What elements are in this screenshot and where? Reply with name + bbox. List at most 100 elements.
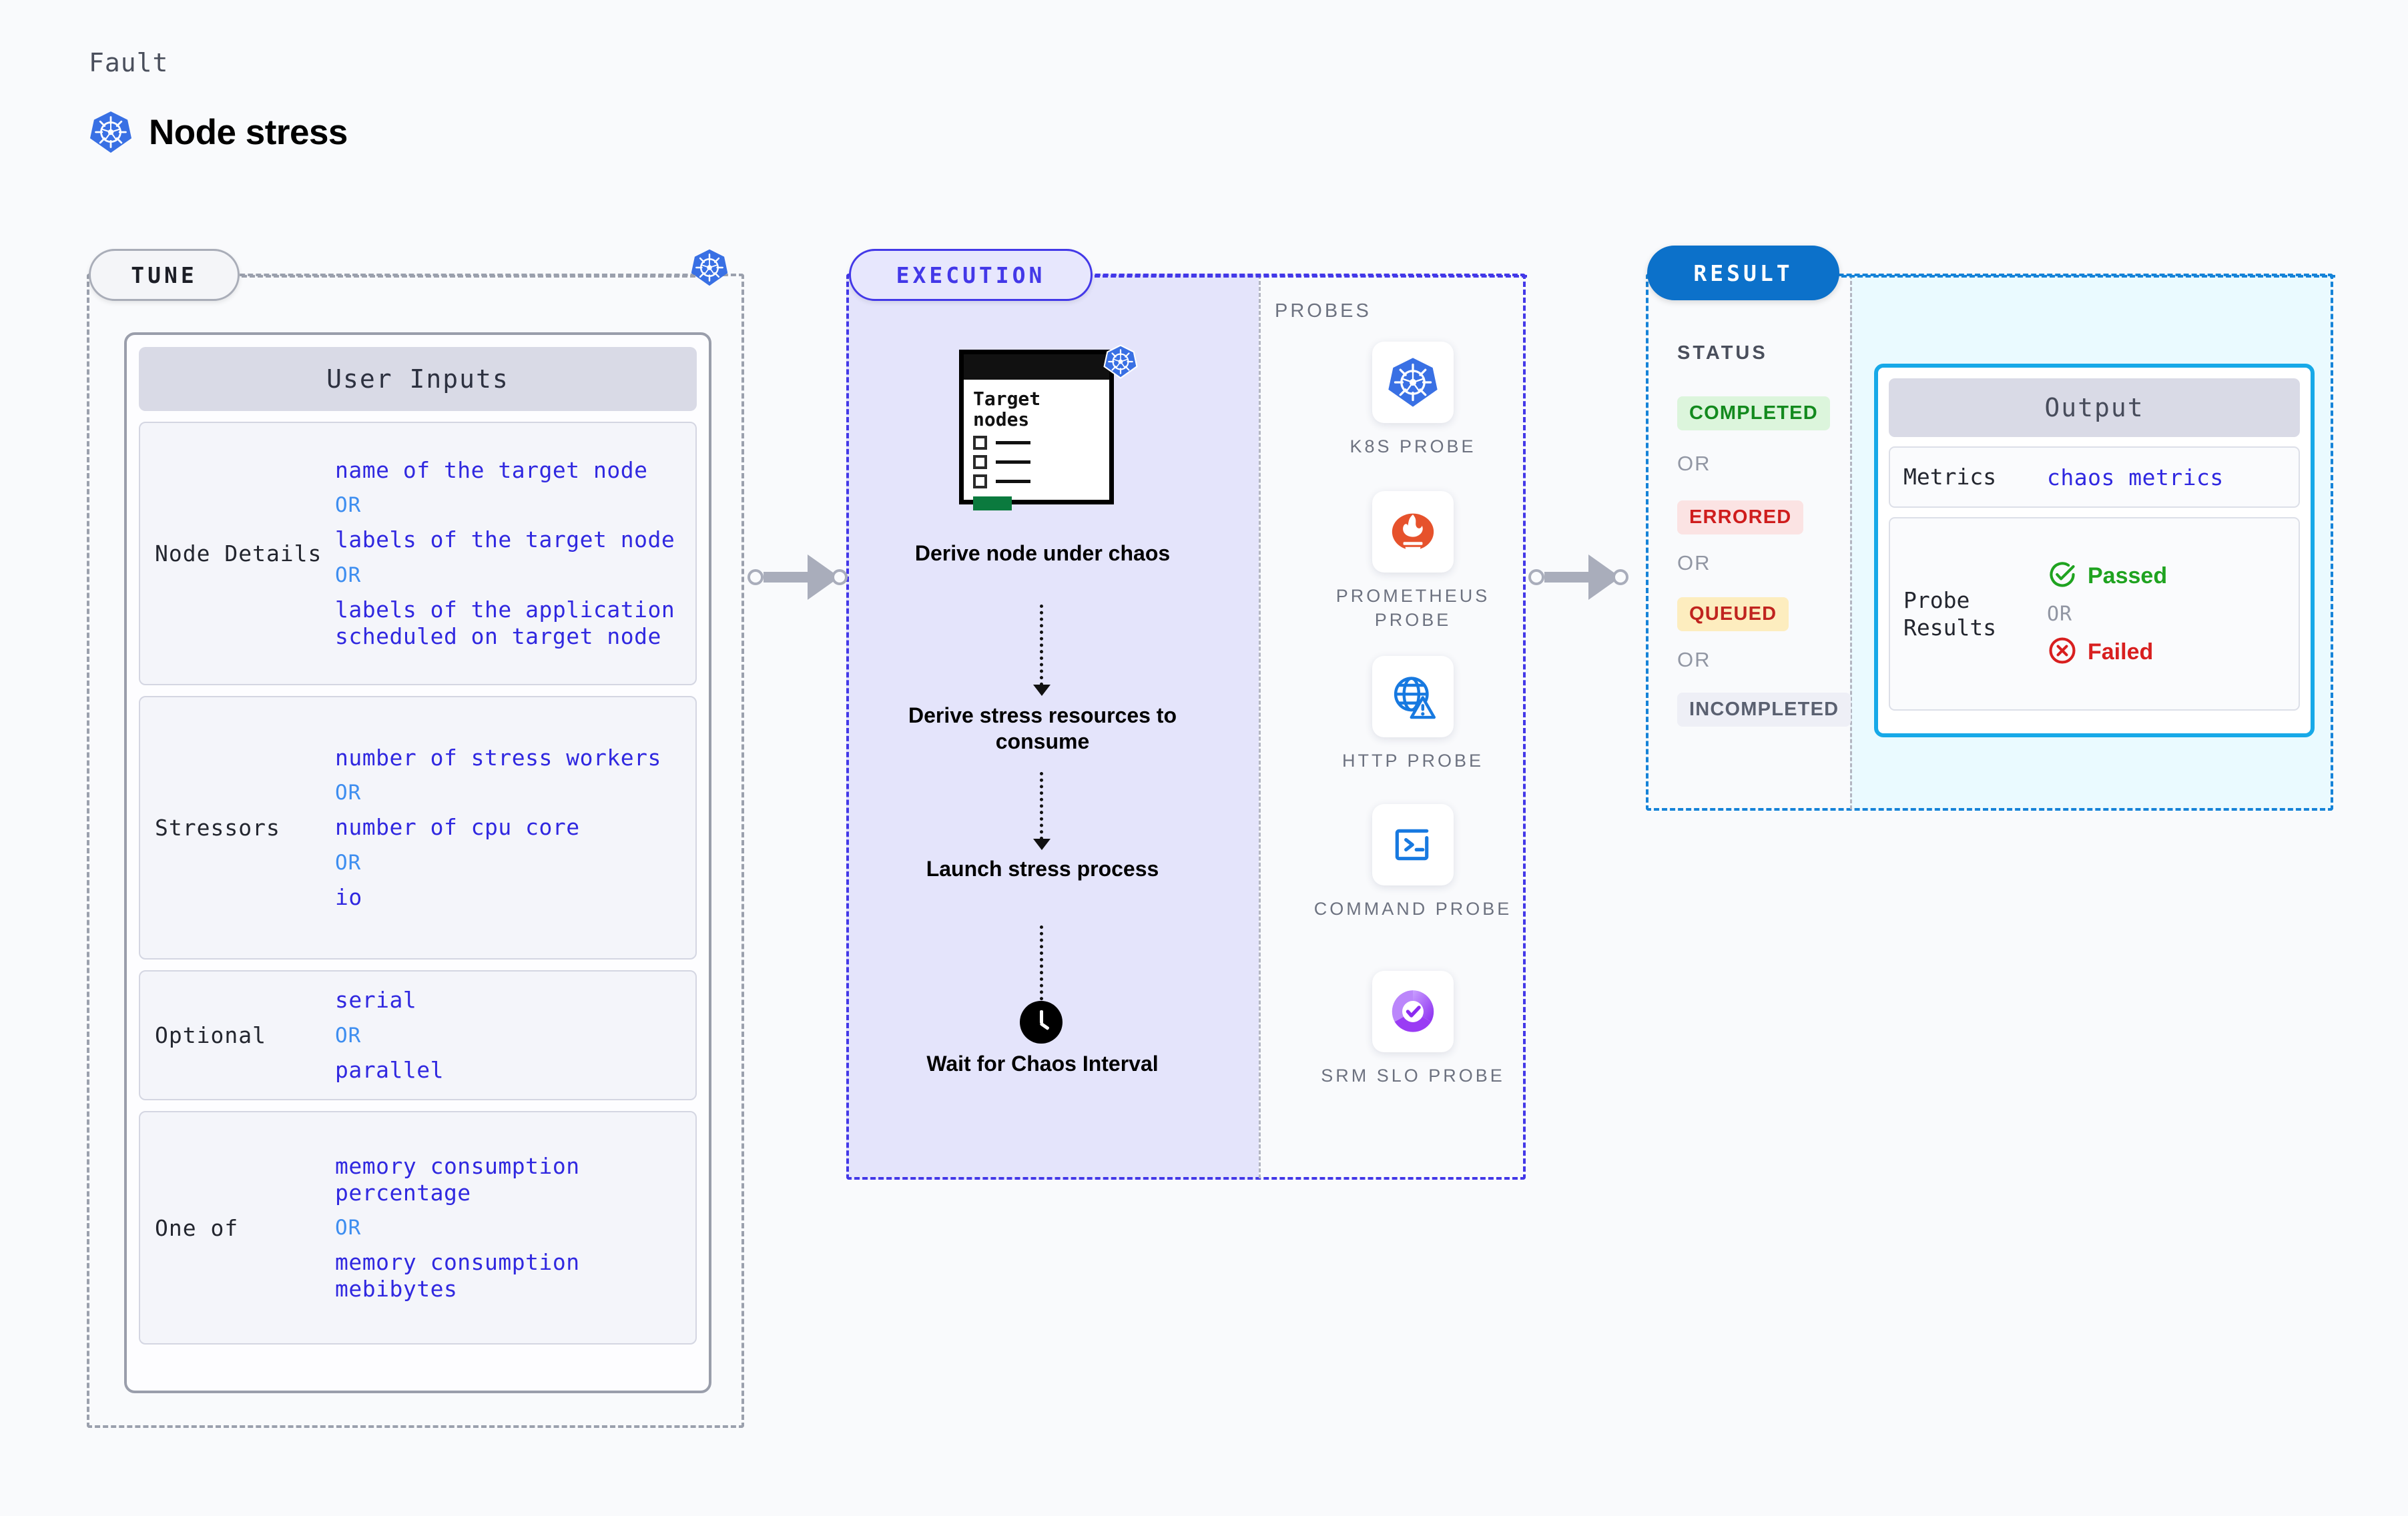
- flow-arrow: [1040, 605, 1043, 686]
- checkbox-icon[interactable]: [973, 454, 987, 469]
- flow-step-4: Wait for Chaos Interval: [926, 1052, 1159, 1076]
- row-value: name of the target node: [335, 457, 648, 483]
- row-or: OR: [335, 493, 362, 518]
- result-chip[interactable]: RESULT: [1647, 246, 1839, 300]
- result-status-divider: [1850, 275, 1852, 809]
- output-value: chaos metrics: [2047, 464, 2224, 490]
- connector-dot: [832, 569, 848, 585]
- accent-bar: [973, 496, 1012, 510]
- probe-item-command[interactable]: COMMAND PROBE: [1303, 804, 1523, 921]
- row-value: number of cpu core: [335, 814, 580, 841]
- checkbox-icon[interactable]: [973, 474, 987, 488]
- row-value: memory consumption percentage: [335, 1152, 580, 1206]
- status-badge-queued: QUEUED: [1677, 597, 1789, 631]
- execution-chip[interactable]: EXECUTION: [849, 249, 1093, 301]
- result-connector-dash: [1841, 275, 2335, 278]
- row-key: One of: [155, 1214, 239, 1241]
- input-row-one-of[interactable]: One of memory consumption percentage OR …: [139, 1111, 697, 1345]
- checkbox-row[interactable]: [973, 454, 1100, 469]
- flow-step-2: Derive stress resources to consume: [908, 703, 1177, 754]
- kubernetes-icon: [1103, 344, 1138, 379]
- flow-arrowhead: [1033, 685, 1050, 696]
- flow-arrow: [1040, 772, 1043, 840]
- connector-tune-to-execution: [747, 554, 848, 600]
- kubernetes-icon: [1372, 342, 1454, 423]
- output-row-metrics[interactable]: Metrics chaos metrics: [1889, 446, 2300, 508]
- status-or: OR: [1677, 452, 1711, 475]
- checkbox-row[interactable]: [973, 435, 1100, 450]
- probe-result-failed: Failed: [2047, 635, 2167, 669]
- status-badge-completed: COMPLETED: [1677, 396, 1830, 430]
- fault-label: Fault: [89, 48, 169, 77]
- row-value: parallel: [335, 1056, 444, 1083]
- output-row-probe-results[interactable]: Probe Results Passed OR: [1889, 517, 2300, 711]
- user-inputs-card: User Inputs Node Details name of the tar…: [124, 332, 711, 1393]
- row-or: OR: [335, 781, 362, 805]
- status-or: OR: [1677, 551, 1711, 575]
- probe-label: PROMETHEUS PROBE: [1335, 586, 1490, 630]
- prometheus-icon: [1372, 491, 1454, 573]
- row-or: OR: [335, 562, 362, 587]
- probe-label: HTTP PROBE: [1341, 751, 1484, 771]
- connector-dot: [1612, 569, 1628, 585]
- execution-connector-dash: [1095, 275, 1527, 278]
- kubernetes-icon: [690, 248, 729, 287]
- flow-arrowhead: [1033, 839, 1050, 850]
- row-key: Node Details: [155, 540, 322, 566]
- connector-line: [764, 572, 809, 583]
- probe-item-k8s[interactable]: K8S PROBE: [1303, 342, 1523, 459]
- placeholder-rule: [996, 460, 1030, 464]
- flow-arrow: [1040, 925, 1043, 1007]
- output-or: OR: [2047, 602, 2073, 626]
- x-circle-icon: [2047, 635, 2078, 669]
- tune-chip[interactable]: TUNE: [89, 249, 240, 301]
- output-card: Output Metrics chaos metrics Probe Resul…: [1874, 364, 2315, 737]
- page-title: Node stress: [149, 112, 348, 152]
- connector-dot: [747, 569, 764, 585]
- globe-warning-icon: [1372, 656, 1454, 737]
- row-value: labels of the target node: [335, 526, 675, 553]
- target-card-title-line1: Target: [973, 388, 1041, 410]
- status-or: OR: [1677, 648, 1711, 671]
- flow-step-3: Launch stress process: [926, 857, 1159, 881]
- probe-item-http[interactable]: HTTP PROBE: [1303, 656, 1523, 773]
- status-label: STATUS: [1677, 342, 1768, 364]
- card-title-bar: [964, 354, 1109, 380]
- probe-label: K8S PROBE: [1349, 436, 1476, 456]
- probe-label: COMMAND PROBE: [1313, 899, 1512, 919]
- output-title: Output: [1889, 378, 2300, 437]
- probe-label: SRM SLO PROBE: [1321, 1066, 1505, 1086]
- checkbox-row[interactable]: [973, 474, 1100, 488]
- row-value: io: [335, 883, 362, 910]
- row-or: OR: [335, 850, 362, 875]
- row-value: number of stress workers: [335, 745, 661, 771]
- tune-connector-dash: [242, 275, 695, 278]
- output-key-line2: Results: [1903, 615, 1997, 641]
- checkbox-icon[interactable]: [973, 435, 987, 450]
- flow-step-1: Derive node under chaos: [914, 541, 1171, 565]
- terminal-icon: [1372, 804, 1454, 885]
- placeholder-rule: [996, 479, 1030, 483]
- connector-execution-to-result: [1528, 554, 1628, 600]
- output-key: Probe Results: [1903, 587, 2047, 642]
- target-nodes-card: Target nodes: [959, 344, 1138, 510]
- placeholder-rule: [996, 440, 1030, 444]
- check-circle-icon: [2047, 559, 2078, 593]
- status-badge-incompleted: INCOMPLETED: [1677, 693, 1851, 727]
- probes-label: PROBES: [1275, 300, 1372, 322]
- connector-line: [1544, 572, 1590, 583]
- row-value: labels of the application scheduled on t…: [335, 596, 675, 649]
- probe-item-srm-slo[interactable]: SRM SLO PROBE: [1303, 971, 1523, 1088]
- row-value: serial: [335, 987, 417, 1014]
- status-badge-errored: ERRORED: [1677, 500, 1804, 534]
- probe-passed-label: Passed: [2088, 562, 2168, 589]
- probe-item-prometheus[interactable]: PROMETHEUS PROBE: [1303, 491, 1523, 632]
- probe-result-passed: Passed: [2047, 559, 2167, 593]
- input-row-stressors[interactable]: Stressors number of stress workers OR nu…: [139, 696, 697, 960]
- input-row-node-details[interactable]: Node Details name of the target node OR …: [139, 422, 697, 685]
- output-key: Metrics: [1903, 464, 1997, 490]
- input-row-optional[interactable]: Optional serial OR parallel: [139, 970, 697, 1100]
- kubernetes-icon: [89, 110, 133, 154]
- connector-dot: [1528, 569, 1544, 585]
- output-key-line1: Probe: [1903, 587, 1970, 613]
